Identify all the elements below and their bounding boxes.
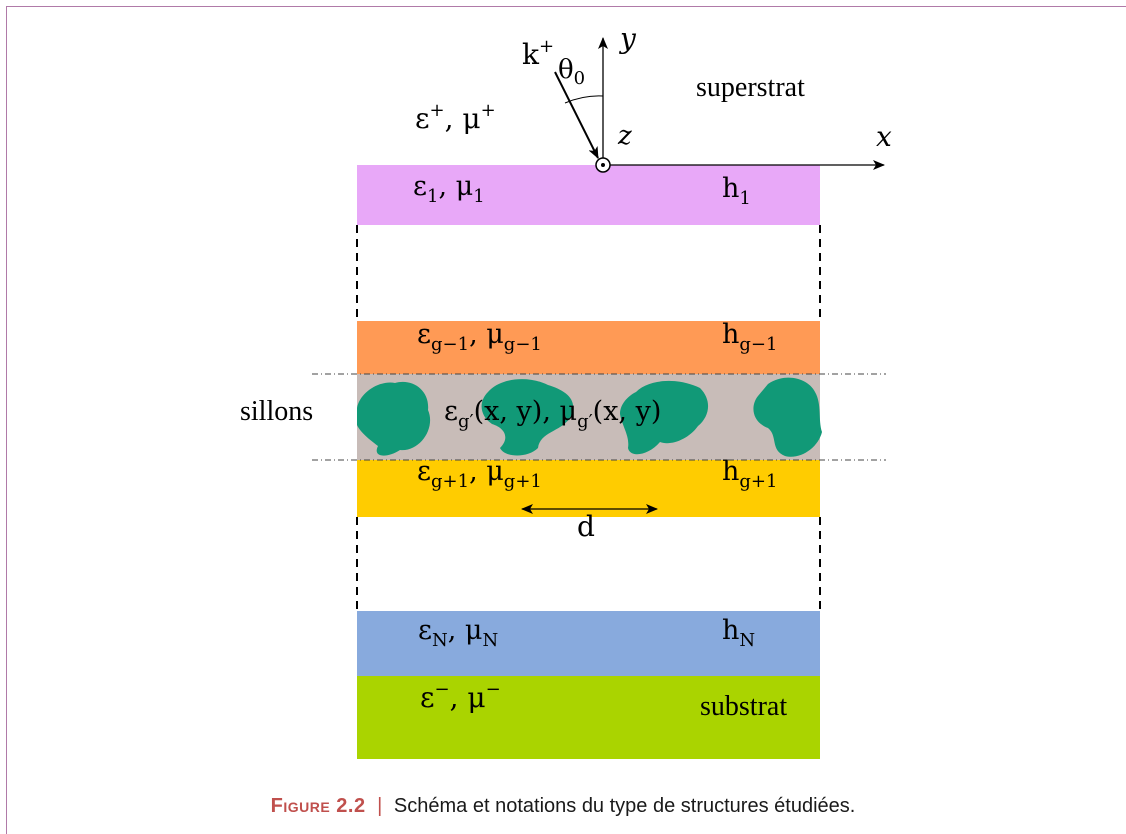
layer-N-params: εN​, μN​ [418,615,498,651]
angle-arc [564,95,604,104]
grating-inclusions [357,377,822,457]
incident-wave-vector [554,71,599,159]
superstrat-params: ε+, μ+ [415,100,496,135]
substrat-params: ε−, μ− [420,679,501,714]
grating-label: sillons [240,396,313,427]
inclusion-1 [357,381,431,456]
caption-label: Figure 2.2 [270,795,366,817]
layer-N [357,611,820,676]
layer-g-1 [357,321,820,374]
grating-params: εg′​(x, y), μg′​(x, y) [444,396,661,432]
substrate [357,676,820,759]
period-label: d [577,510,595,543]
inclusion-4 [753,377,822,457]
layer-1-thickness: h1​ [722,173,751,209]
z-axis-label: z [617,121,632,151]
layer-g-1-thickness: hg−1​ [722,319,777,355]
inclusion-2 [481,379,574,456]
wave-vector-label: k+ [522,36,554,71]
layer-1-params: ε1​, μ1​ [413,171,485,207]
figure-frame [6,6,1126,834]
x-axis-label: x [876,120,892,153]
inclusion-3 [620,380,709,455]
superstrat-label: superstrat [696,72,805,103]
layer-g+1-params: εg+1​, μg+1​ [417,456,542,492]
incidence-angle-label: θ0 [558,55,585,89]
layer-N-thickness: hN​ [722,615,755,651]
y-axis-label: y [618,22,637,55]
layer-g+1-thickness: hg+1​ [722,456,777,492]
substrat-label: substrat [700,691,787,722]
caption-separator: | [377,795,383,817]
figure-caption: Figure 2.2 | Schéma et notations du type… [0,795,1126,818]
layer-g-1-params: εg−1​, μg−1​ [417,319,542,355]
caption-text: Schéma et notations du type de structure… [393,795,856,817]
grating-layer [357,374,820,460]
layer-1 [357,165,820,225]
